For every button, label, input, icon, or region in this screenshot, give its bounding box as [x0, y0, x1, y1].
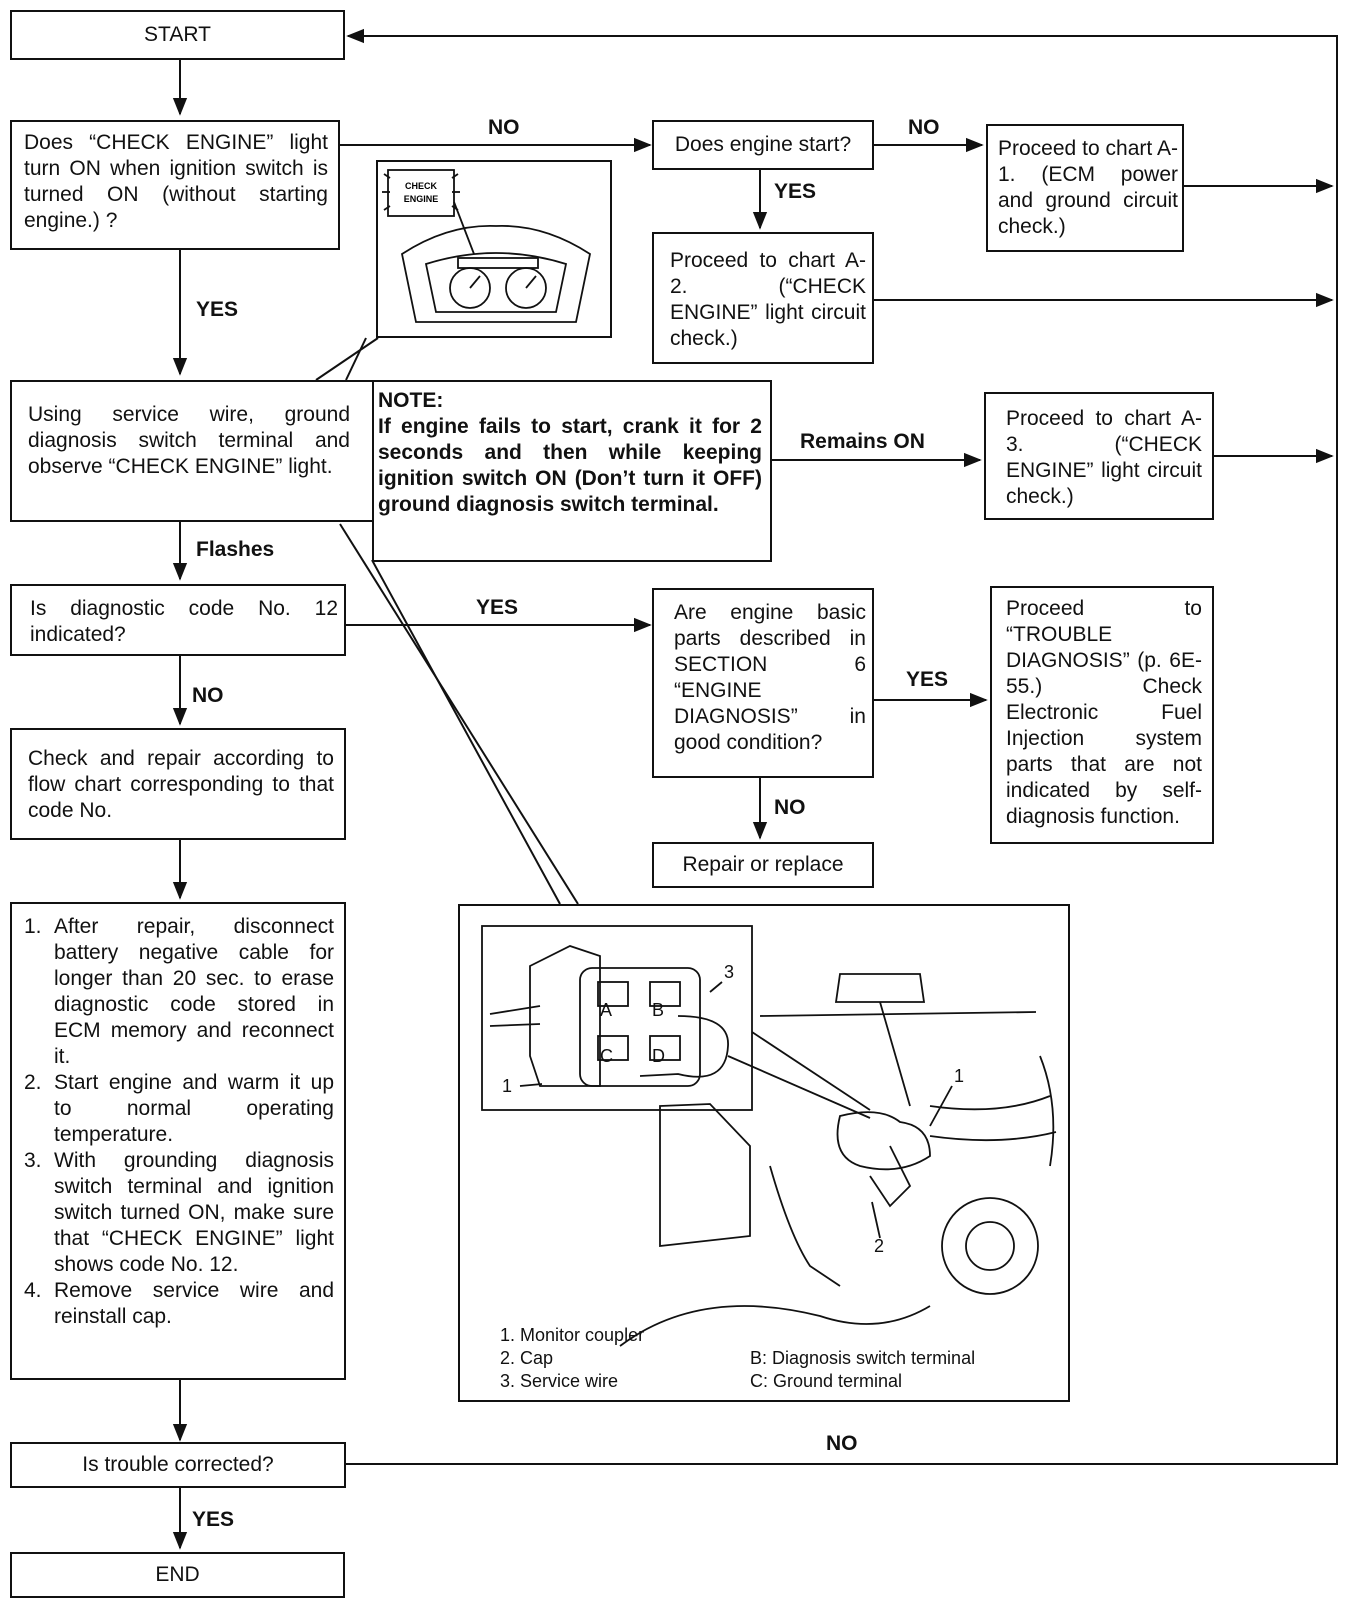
engine-bay-illustration: A B C D 3 1 1 2 — [481, 925, 1057, 1347]
legend-item: B: Diagnosis switch terminal — [750, 1348, 976, 1368]
check-repair-box: Check and repair according to flow chart… — [10, 728, 346, 840]
step-item: 4. Remove service wire and reinstall cap. — [24, 1278, 334, 1330]
check-repair-text: Check and repair according to flow chart… — [28, 747, 334, 822]
step-number: 1. — [24, 915, 42, 938]
label-no-corrected: NO — [826, 1432, 858, 1455]
callout-2: 2 — [874, 1236, 884, 1256]
basic-parts-question: Are engine basic parts described in SECT… — [674, 601, 866, 754]
callout-1: 1 — [954, 1066, 964, 1086]
instrument-cluster-figure: CHECK ENGINE — [376, 160, 612, 338]
end-label: END — [155, 1563, 200, 1586]
repair-replace-box: Repair or replace — [652, 842, 874, 888]
trouble-diagnosis-box: Proceed to “TROUBLE DIAGNOSIS” (p. 6E-55… — [990, 586, 1214, 844]
step-number: 4. — [24, 1279, 42, 1302]
engine-start-question: Does engine start? — [674, 133, 852, 156]
note-title: NOTE: — [378, 389, 444, 412]
label-no-chart-a1: NO — [908, 116, 940, 139]
check-engine-question: Does “CHECK ENGINE” light turn ON when i… — [24, 131, 328, 232]
step-item: 1. After repair, disconnect battery negat… — [24, 914, 334, 1070]
end-terminal: END — [10, 1552, 345, 1598]
trouble-corrected-question: Is trouble corrected? — [82, 1453, 274, 1476]
step-number: 2. — [24, 1071, 42, 1094]
repair-replace-text: Repair or replace — [682, 853, 844, 876]
legend-item: 1. Monitor coupler — [500, 1325, 645, 1345]
check-engine-question-box: Does “CHECK ENGINE” light turn ON when i… — [10, 120, 340, 250]
lamp-text-2: ENGINE — [404, 194, 439, 204]
legend-item: 2. Cap — [500, 1348, 554, 1368]
step-text: Start engine and warm it up to normal op… — [54, 1071, 334, 1146]
callout-1-inset: 1 — [502, 1076, 512, 1096]
chart-a3-text: Proceed to chart A-3. (“CHECK ENGINE” li… — [1006, 407, 1202, 508]
label-remains-on: Remains ON — [800, 430, 925, 453]
code12-question: Is diagnostic code No. 12 indicated? — [30, 597, 338, 646]
label-yes-engine-start: YES — [774, 180, 817, 203]
terminal-c-label: C — [600, 1046, 613, 1066]
label-no-code12: NO — [192, 684, 224, 707]
service-wire-instruction-box: Using service wire, ground diagnosis swi… — [10, 380, 374, 522]
dashboard-icon: CHECK ENGINE — [382, 169, 592, 323]
trouble-corrected-question-box: Is trouble corrected? — [10, 1442, 346, 1488]
legend-item: C: Ground terminal — [750, 1371, 903, 1391]
service-wire-instruction: Using service wire, ground diagnosis swi… — [28, 403, 350, 478]
step-text: With grounding diagnosis switch terminal… — [54, 1149, 334, 1276]
figure-legend-right: B: Diagnosis switch terminal C: Ground t… — [750, 1347, 975, 1393]
chart-a2-box: Proceed to chart A-2. (“CHECK ENGINE” li… — [652, 232, 874, 364]
legend-item: 3. Service wire — [500, 1371, 619, 1391]
start-terminal: START — [10, 10, 345, 60]
chart-a3-box: Proceed to chart A-3. (“CHECK ENGINE” li… — [984, 392, 1214, 520]
monitor-coupler-figure: A B C D 3 1 1 2 1. Monitor coupler 2. Ca… — [458, 904, 1070, 1402]
figure-legend-left: 1. Monitor coupler 2. Cap 3. Service wir… — [500, 1324, 644, 1393]
engine-start-question-box: Does engine start? — [652, 120, 874, 170]
code12-question-box: Is diagnostic code No. 12 indicated? — [10, 584, 346, 656]
note-box: NOTE: If engine fails to start, crank it… — [372, 380, 772, 562]
label-no-engine-start: NO — [488, 116, 520, 139]
note-body: If engine fails to start, crank it for 2… — [378, 415, 762, 516]
trouble-diagnosis-text: Proceed to “TROUBLE DIAGNOSIS” (p. 6E-55… — [1006, 597, 1202, 828]
chart-a2-text: Proceed to chart A-2. (“CHECK ENGINE” li… — [670, 249, 866, 350]
start-label: START — [144, 23, 211, 46]
step-text: After repair, disconnect battery negativ… — [54, 915, 334, 1068]
terminal-d-label: D — [652, 1046, 665, 1066]
label-no-basic-parts: NO — [774, 796, 806, 819]
label-yes-check-engine: YES — [196, 298, 239, 321]
step-text: Remove service wire and reinstall cap. — [54, 1279, 334, 1328]
post-repair-steps: 1. After repair, disconnect battery negat… — [24, 914, 334, 1330]
terminal-a-label: A — [600, 1000, 612, 1020]
callout-3: 3 — [724, 962, 734, 982]
post-repair-steps-box: 1. After repair, disconnect battery negat… — [10, 902, 346, 1380]
label-flashes: Flashes — [196, 538, 275, 561]
step-number: 3. — [24, 1149, 42, 1172]
lamp-text-1: CHECK — [405, 181, 438, 191]
step-item: 3. With grounding diagnosis switch termin… — [24, 1148, 334, 1278]
label-yes-corrected: YES — [192, 1508, 235, 1531]
step-item: 2. Start engine and warm it up to normal … — [24, 1070, 334, 1148]
label-yes-code12: YES — [476, 596, 519, 619]
chart-a1-text: Proceed to chart A-1. (ECM power and gro… — [998, 137, 1178, 238]
label-yes-basic-parts: YES — [906, 668, 949, 691]
chart-a1-box: Proceed to chart A-1. (ECM power and gro… — [986, 124, 1184, 252]
terminal-b-label: B — [652, 1000, 664, 1020]
basic-parts-question-box: Are engine basic parts described in SECT… — [652, 588, 874, 778]
